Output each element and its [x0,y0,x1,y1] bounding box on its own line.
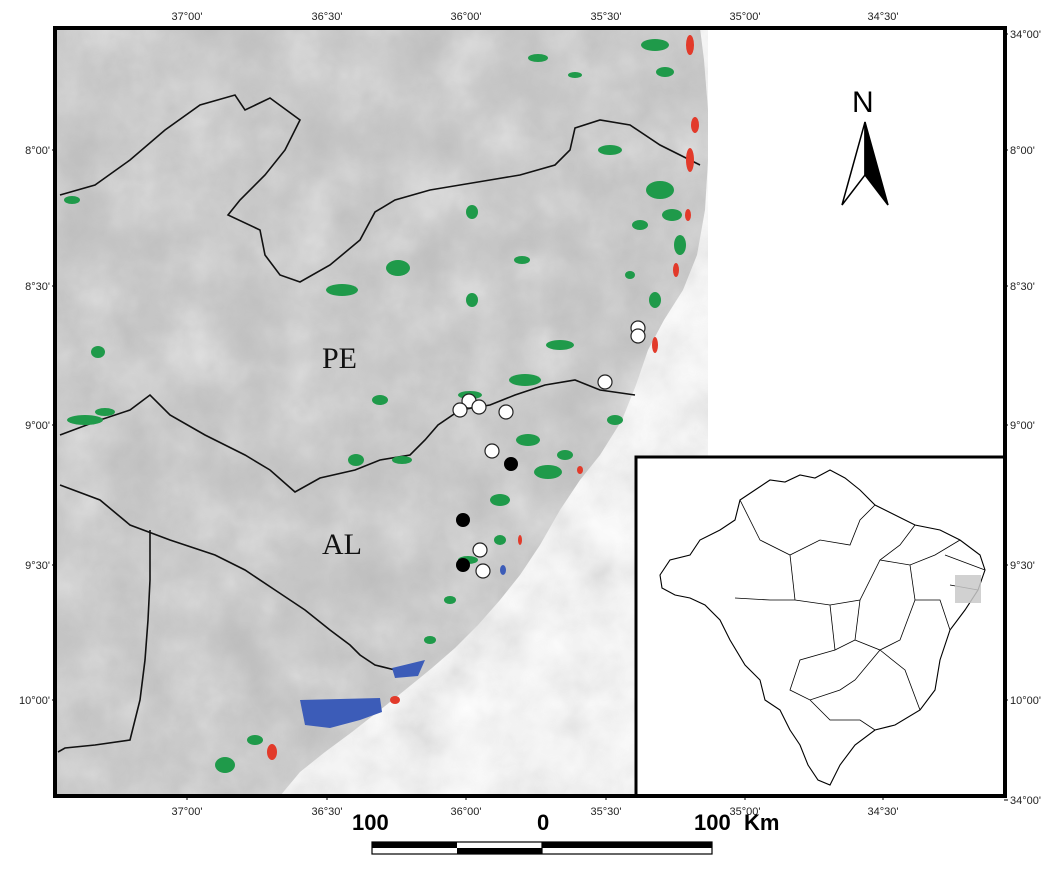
scale-label-right: 100 [694,810,731,835]
brazil-outline [659,469,986,786]
scale-label-left: 100 [352,810,389,835]
sample-point-open [597,374,613,390]
sample-point-open [475,563,491,579]
north-label: N [852,86,874,119]
open-sample-points [452,320,646,579]
left-tick-label: 8°00' [25,145,50,157]
bottom-tick-label: 34°30' [868,806,899,818]
sample-point-open [452,402,468,418]
right-tick-label: 34°00' [1010,795,1041,807]
forest-remnants [64,39,686,773]
right-tick-label: 34°00' [1010,29,1041,41]
right-tick-label: 8°00' [1010,145,1035,157]
region-label-al: AL [322,528,362,561]
hillshade-texture [55,28,708,796]
bottom-tick-label: 37°00' [172,806,203,818]
north-arrow-icon: N [841,86,889,206]
filled-sample-points [456,457,518,572]
sample-point-open [471,399,487,415]
sample-point-open [630,328,646,344]
right-tick-label: 9°00' [1010,420,1035,432]
inset-brazil-map [634,455,1005,796]
top-tick-label: 34°30' [868,11,899,23]
bottom-tick-label: 35°00' [730,806,761,818]
left-tick-label: 8°30' [25,281,50,293]
sample-point-filled [456,558,470,572]
study-area-highlight [955,575,981,603]
sample-point-open [498,404,514,420]
scale-label-middle: 0 [537,810,549,835]
top-tick-label: 35°00' [730,11,761,23]
top-tick-label: 37°00' [172,11,203,23]
restinga-vegetation [300,565,506,728]
left-tick-label: 9°30' [25,560,50,572]
sample-point-open [484,443,500,459]
right-tick-label: 9°30' [1010,560,1035,572]
scale-label-unit: Km [744,810,779,835]
map-frame [53,26,1007,798]
bottom-tick-label: 36°00' [451,806,482,818]
sample-point-open [472,542,488,558]
mangroves [267,35,699,760]
bottom-tick-label: 35°30' [591,806,622,818]
state-borders [57,94,701,753]
scale-bar: 100 0 100 Km [352,810,779,855]
coordinate-ticks: 37°00' 36°30' 36°00' 35°30' 35°00' 34°30' 37°0… [19,11,1041,818]
right-tick-label: 8°30' [1010,281,1035,293]
bottom-tick-label: 36°30' [312,806,343,818]
left-tick-label: 9°00' [25,420,50,432]
region-label-pe: PE [322,342,357,375]
left-tick-label: 10°00' [19,695,50,707]
top-tick-label: 35°30' [591,11,622,23]
right-tick-label: 10°00' [1010,695,1041,707]
sample-point-filled [504,457,518,471]
top-tick-label: 36°00' [451,11,482,23]
sample-point-filled [456,513,470,527]
top-tick-label: 36°30' [312,11,343,23]
